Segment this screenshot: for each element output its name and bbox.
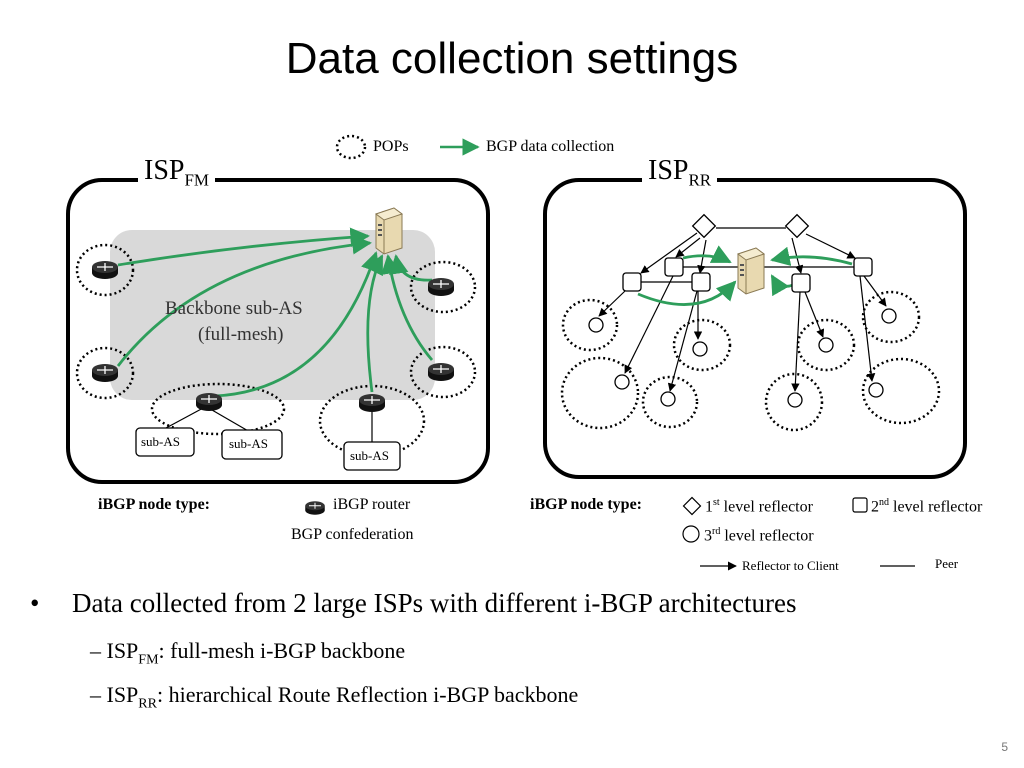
ibgp-router-legend-icon — [304, 500, 326, 516]
third-level-legend-icon — [682, 525, 700, 543]
rr-peer-links — [631, 227, 863, 283]
pop-circle — [150, 382, 286, 436]
isp-rr-frame — [543, 178, 967, 479]
first-level-reflector — [784, 213, 810, 239]
legend-bgp-collection-label: BGP data collection — [486, 138, 615, 155]
slide-title: Data collection settings — [285, 34, 739, 83]
fm-node-type-label: iBGP node type: — [98, 496, 211, 513]
collection-arrow — [389, 254, 433, 282]
third-level-reflector — [588, 317, 604, 333]
sub-as-box — [135, 427, 195, 457]
sub-as-box — [221, 429, 283, 460]
rr-pops — [560, 290, 941, 432]
backbone-label-line1: Backbone sub-AS — [165, 298, 303, 319]
third-level-reflector — [787, 392, 803, 408]
pop-circle — [641, 375, 699, 429]
pop-circle — [861, 290, 921, 344]
pop-circle — [75, 243, 135, 297]
second-level-reflectors — [622, 257, 873, 293]
third-level-reflectors — [588, 308, 897, 408]
pop-circle — [560, 356, 640, 430]
pop-circle — [75, 346, 135, 400]
first-level-reflector — [691, 213, 717, 239]
bullet-main-text: Data collected from 2 large ISPs with di… — [72, 588, 797, 618]
bgp-confederation-legend-label: BGP confederation — [291, 526, 414, 543]
server-icon — [375, 207, 403, 255]
peer-legend-label: Peer — [935, 556, 959, 571]
collection-arrow — [637, 280, 737, 306]
sub-as-label: sub-AS — [141, 434, 181, 449]
ibgp-router-icon — [195, 392, 223, 412]
isp-fm-frame — [66, 178, 490, 484]
ibgp-router-icon — [91, 260, 119, 280]
legend-pops-label: POPs — [373, 138, 409, 155]
bullet-sub-rr: – ISPRR: hierarchical Route Reflection i… — [90, 682, 579, 712]
sub-as-label: sub-AS — [229, 436, 269, 451]
second-level-legend-icon — [852, 497, 868, 513]
collection-arrow — [116, 235, 372, 367]
isp-fm-title: ISPFM — [138, 155, 216, 191]
ibgp-router-icon — [91, 363, 119, 383]
ibgp-router-icon — [358, 393, 386, 413]
first-level-legend-label: 1st level reflector — [705, 497, 813, 516]
second-level-reflector — [791, 273, 811, 293]
collection-arrow — [682, 245, 732, 264]
collection-arrow — [117, 227, 370, 267]
pop-circle — [861, 357, 941, 425]
bullet-sub-fm: – ISPFM: full-mesh i-BGP backbone — [90, 638, 406, 668]
page-number: 5 — [1001, 740, 1008, 754]
reflector-to-client-legend-label: Reflector to Client — [742, 558, 839, 573]
ibgp-router-legend-label: iBGP router — [333, 496, 411, 513]
ibgp-router-icon — [427, 277, 455, 297]
second-level-reflector — [622, 272, 642, 292]
pop-circle — [561, 298, 619, 352]
fm-bgp-collection-arrows — [116, 227, 434, 398]
third-level-reflector — [660, 391, 676, 407]
fm-sub-as-links — [165, 406, 373, 442]
rr-bgp-collection-arrows — [637, 245, 853, 306]
isp-rr-title: ISPRR — [642, 155, 718, 191]
sub-as-box — [343, 441, 401, 471]
second-level-reflector — [664, 257, 684, 277]
ibgp-router-icon — [427, 362, 455, 382]
backbone-sub-as-area — [110, 230, 435, 400]
server-icon — [737, 247, 765, 295]
pop-circle — [672, 318, 732, 372]
third-level-legend-label: 3rd level reflector — [704, 526, 814, 545]
first-level-legend-icon — [682, 496, 702, 516]
legend-pops-symbol — [335, 134, 367, 160]
pop-circle — [409, 260, 477, 314]
pop-circle — [764, 372, 824, 432]
third-level-reflector — [614, 374, 630, 390]
bullet-marker: • — [30, 588, 40, 618]
collection-arrow — [214, 251, 380, 398]
pop-circle — [796, 318, 856, 372]
collection-arrow — [365, 254, 384, 393]
rr-node-type-label: iBGP node type: — [530, 496, 643, 513]
second-level-reflector — [691, 272, 711, 292]
backbone-label-line2: (full-mesh) — [198, 324, 284, 345]
third-level-reflector — [881, 308, 897, 324]
third-level-reflector — [868, 382, 884, 398]
rr-client-arrows — [598, 232, 887, 392]
second-level-reflector — [853, 257, 873, 277]
third-level-reflector — [692, 341, 708, 357]
third-level-reflector — [818, 337, 834, 353]
sub-as-label: sub-AS — [350, 448, 390, 463]
pop-circle — [409, 345, 477, 399]
second-level-legend-label: 2nd level reflector — [871, 497, 983, 516]
collection-arrow — [770, 246, 853, 266]
collection-arrow — [770, 274, 794, 297]
